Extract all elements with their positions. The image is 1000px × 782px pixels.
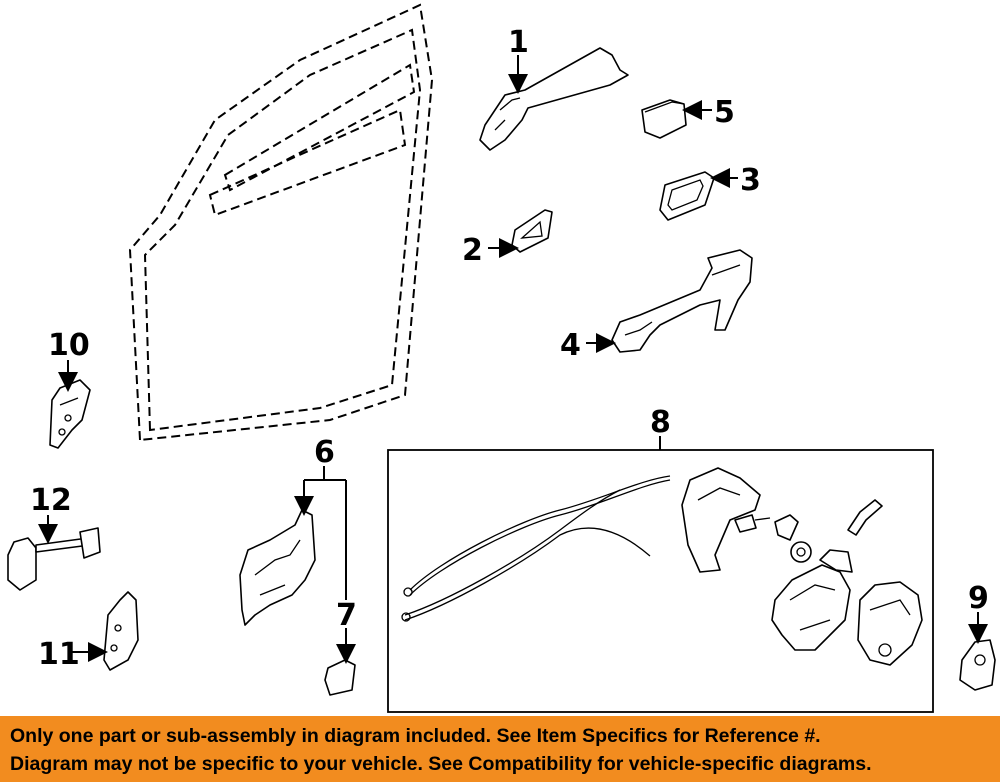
disclaimer-line-1: Only one part or sub-assembly in diagram… [10,725,821,747]
callout-12: 12 [30,483,72,518]
part-10-hinge [49,379,91,449]
rear-door-outline [128,3,434,442]
callout-11: 11 [38,637,80,672]
part-8-lock-assembly [387,449,934,713]
callout-3: 3 [740,163,761,198]
callout-5: 5 [714,95,735,130]
callout-2: 2 [462,233,483,268]
part-12-door-check [7,527,101,591]
part-2-pad [511,209,553,253]
part-4-handle-frame [611,249,753,353]
callout-arrows [38,55,988,664]
callout-7: 7 [336,598,357,633]
callout-10: 10 [48,328,90,363]
callout-9: 9 [968,581,989,616]
callout-6: 6 [314,435,335,470]
parts-diagram: 1 2 3 4 5 6 7 8 9 10 11 12 [7,3,996,713]
callout-4: 4 [560,328,581,363]
part-1-outer-handle [479,47,629,151]
callout-1: 1 [508,25,529,60]
part-7-bezel [324,659,356,696]
part-6-inside-handle [239,509,316,626]
part-3-gasket [659,171,715,221]
disclaimer-banner: Only one part or sub-assembly in diagram… [0,716,1000,782]
callout-8: 8 [650,405,671,440]
part-5-handle-cap [641,99,687,139]
part-9-striker [959,639,996,691]
part-11-hinge [103,591,139,671]
disclaimer-line-2: Diagram may not be specific to your vehi… [10,753,872,775]
